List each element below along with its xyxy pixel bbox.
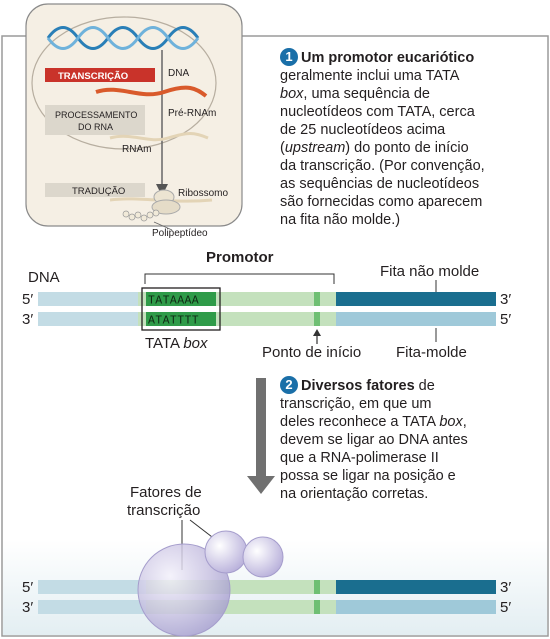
b-top-left-5prime: 5′ bbox=[22, 579, 33, 596]
promotor-label: Promotor bbox=[206, 249, 274, 266]
inset-pre-rnam: Pré-RNAm bbox=[168, 108, 216, 119]
bottom-strand-left bbox=[38, 312, 138, 326]
ponto-inicio-arrowhead bbox=[313, 329, 321, 336]
top-strand-gene bbox=[336, 292, 496, 306]
step2-line: , bbox=[462, 414, 467, 430]
polipeptideo-leader bbox=[153, 221, 173, 231]
tata-box-label: TATA box bbox=[145, 335, 208, 352]
tata-top-fill bbox=[146, 292, 216, 306]
step1-line: da transcrição. (Por convenção, bbox=[280, 158, 485, 174]
step-arrow-shaft bbox=[256, 378, 266, 478]
dna-panel: DNA Promotor Fita não molde TATAAAA ATAT… bbox=[22, 249, 511, 361]
dna-label: DNA bbox=[28, 269, 60, 286]
inset-transcricao: TRANSCRIÇÃO bbox=[58, 71, 128, 82]
bottom-strand-gene bbox=[336, 312, 496, 326]
transcricao-box bbox=[45, 68, 155, 82]
b-bottom-right-5prime: 5′ bbox=[500, 599, 511, 616]
tata-bottom-fill bbox=[146, 312, 216, 326]
step2-box-italic: box bbox=[439, 414, 463, 430]
bottom-panel: Fatores de transcrição 5′ 3′ 3′ 5′ bbox=[22, 484, 511, 637]
b-bottom-left bbox=[38, 600, 146, 614]
mrna-strand bbox=[109, 132, 209, 142]
step1-line: são fornecidas como aparecem bbox=[280, 194, 483, 210]
step2-line: que a RNA-polimerase II bbox=[280, 450, 439, 466]
step-arrow-head bbox=[247, 476, 275, 494]
step1-line: na fita não molde.) bbox=[280, 212, 401, 228]
inset-ribossomo: Ribossomo bbox=[178, 188, 228, 199]
figure-frame bbox=[1, 35, 549, 637]
step1-line: nucleotídeos com TATA, cerca bbox=[280, 104, 475, 120]
step1-upstream-italic: upstream bbox=[284, 140, 346, 156]
polypeptide-chain bbox=[122, 209, 160, 222]
inset-polipeptideo: Polipeptídeo bbox=[152, 228, 208, 239]
inset-cell: DNA TRANSCRIÇÃO Pré-RNAm PROCESSAMENTO D… bbox=[25, 3, 243, 239]
step2-line: deles reconhece a TATA bbox=[280, 414, 436, 430]
top-strand-left bbox=[38, 292, 138, 306]
transcription-factor-2 bbox=[204, 530, 248, 574]
top-start-mark bbox=[314, 292, 320, 306]
tata-bottom-sequence: ATATTTT bbox=[148, 315, 199, 328]
step2-line: devem se ligar ao DNA antes bbox=[280, 432, 468, 448]
step2-line: na orientação corretas. bbox=[280, 486, 429, 502]
tfiid-factor bbox=[137, 543, 231, 637]
inset-rnam: RNAm bbox=[122, 144, 151, 155]
step1-line: geralmente inclui uma TATA bbox=[280, 68, 460, 84]
step-arrow bbox=[247, 378, 275, 494]
step1-line: as sequências de nucleotídeos bbox=[280, 176, 480, 192]
step1-line: de 25 nucleotídeos acima bbox=[280, 122, 446, 138]
step2-line: possa se ligar na posição e bbox=[280, 468, 456, 484]
tata-box-outline bbox=[141, 287, 221, 331]
step1-line: , uma sequência de bbox=[303, 86, 430, 102]
ribosome-large bbox=[151, 199, 181, 215]
step1-line: ) do ponto de início bbox=[345, 140, 469, 156]
step1-box-italic: box bbox=[280, 86, 304, 102]
step2-title: Diversos fatores bbox=[301, 378, 415, 394]
fatores-label-2: transcrição bbox=[127, 502, 200, 519]
b-bottom-start bbox=[314, 600, 320, 614]
processamento-box bbox=[45, 105, 145, 135]
bottom-start-mark bbox=[314, 312, 320, 326]
b-top-start bbox=[314, 580, 320, 594]
fita-nao-molde-label: Fita não molde bbox=[380, 263, 479, 280]
b-top-left bbox=[38, 580, 146, 594]
pre-mrna-strand bbox=[95, 85, 208, 98]
promotor-bracket bbox=[144, 273, 335, 284]
step2-number-badge: 2 bbox=[280, 376, 298, 394]
step2-line: de bbox=[418, 378, 435, 394]
fatores-label-1: Fatores de bbox=[130, 484, 202, 501]
tata-top-sequence: TATAAAA bbox=[148, 295, 199, 308]
ponto-inicio-label: Ponto de início bbox=[262, 344, 361, 361]
inset-traducao: TRADUÇÃO bbox=[72, 186, 125, 197]
step1-title: Um promotor eucariótico bbox=[301, 50, 475, 66]
inset-processamento-2: DO RNA bbox=[78, 122, 113, 132]
dna-helix-b bbox=[46, 26, 200, 50]
b-bottom-gene bbox=[336, 600, 496, 614]
b-bottom-left-3prime: 3′ bbox=[22, 599, 33, 616]
inset-dna-label: DNA bbox=[168, 68, 189, 79]
b-top-right-3prime: 3′ bbox=[500, 579, 511, 596]
nucleus-outline bbox=[31, 16, 217, 150]
b-top-gene bbox=[336, 580, 496, 594]
top-right-3prime: 3′ bbox=[500, 291, 511, 308]
bottom-left-3prime: 3′ bbox=[22, 311, 33, 328]
bottom-right-5prime: 5′ bbox=[500, 311, 511, 328]
transcription-factor-3 bbox=[242, 536, 284, 578]
inset-processamento-1: PROCESSAMENTO bbox=[55, 110, 137, 120]
step1-number-badge: 1 bbox=[280, 48, 298, 66]
fita-molde-label: Fita-molde bbox=[396, 344, 467, 361]
dna-helix-a bbox=[46, 26, 200, 50]
traducao-box bbox=[45, 183, 145, 197]
step2-line: transcrição, em que um bbox=[280, 396, 432, 412]
top-left-5prime: 5′ bbox=[22, 291, 33, 308]
step1-line: ( bbox=[280, 140, 285, 156]
